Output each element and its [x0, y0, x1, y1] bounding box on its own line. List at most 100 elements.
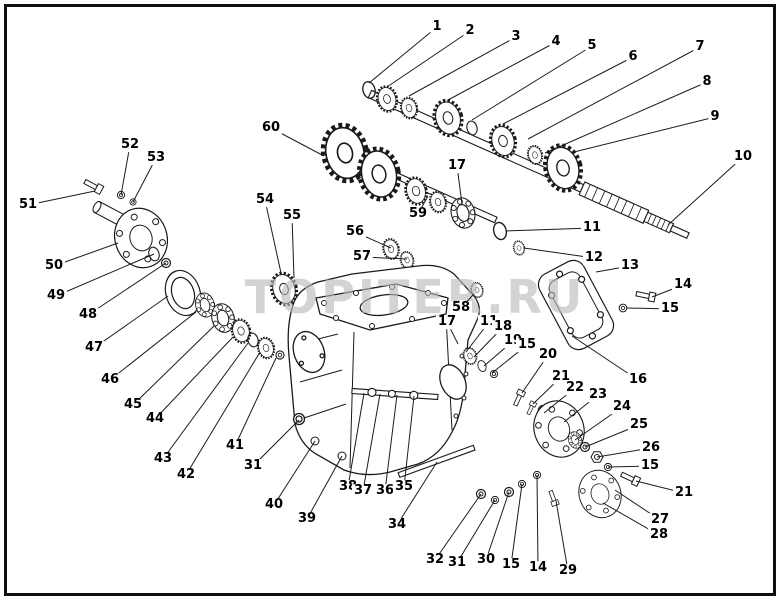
leader-line-11 [505, 227, 593, 232]
callout-44: 44 [143, 411, 167, 427]
leader-line-43 [162, 342, 249, 460]
callout-22: 22 [563, 380, 587, 396]
callout-16: 16 [626, 372, 650, 388]
leader-line-45 [132, 325, 215, 406]
leader-line-6 [502, 56, 634, 125]
callout-15: 15 [638, 458, 662, 474]
callout-14: 14 [526, 560, 550, 576]
watermark: TOPITER.RU [244, 270, 586, 324]
callout-14: 14 [671, 277, 695, 293]
callout-36: 36 [373, 483, 397, 499]
callout-57: 57 [350, 249, 374, 265]
leader-line-31 [456, 499, 496, 564]
callout-41: 41 [223, 438, 247, 454]
leader-line-44 [154, 336, 234, 420]
callout-43: 43 [151, 451, 175, 467]
side-cover-plate [537, 259, 657, 351]
leader-line-41 [234, 357, 277, 447]
gearbox-housing [287, 264, 480, 476]
leader-line-2 [386, 30, 471, 88]
callout-1: 1 [430, 19, 444, 35]
callout-12: 12 [582, 250, 606, 266]
leader-line-16 [571, 335, 639, 381]
callout-35: 35 [392, 479, 416, 495]
callout-9: 9 [708, 109, 722, 125]
callout-39: 39 [295, 511, 319, 527]
callout-53: 53 [144, 150, 168, 166]
leader-line-3 [408, 36, 517, 97]
callout-30: 30 [474, 552, 498, 568]
callout-31: 31 [445, 555, 469, 571]
leader-line-40 [273, 440, 316, 506]
callout-4: 4 [549, 34, 563, 50]
callout-51: 51 [16, 197, 40, 213]
callout-46: 46 [98, 372, 122, 388]
callout-56: 56 [343, 224, 367, 240]
callout-17: 17 [445, 158, 469, 174]
callout-5: 5 [585, 38, 599, 54]
callout-42: 42 [174, 467, 198, 483]
leader-line-29 [555, 500, 569, 572]
leader-line-36 [384, 394, 398, 492]
leader-line-39 [306, 455, 343, 520]
callout-23: 23 [586, 387, 610, 403]
main-shaft [367, 89, 690, 240]
leader-line-55 [291, 215, 295, 279]
leader-line-9 [573, 116, 716, 153]
callout-29: 29 [556, 563, 580, 579]
leader-line-34 [396, 461, 438, 526]
callout-27: 27 [648, 512, 672, 528]
callout-54: 54 [253, 192, 277, 208]
callout-21: 21 [549, 369, 573, 385]
callout-15: 15 [658, 301, 682, 317]
leader-line-14 [536, 474, 539, 569]
callout-11: 11 [580, 220, 604, 236]
callout-26: 26 [639, 440, 663, 456]
leader-line-54 [264, 199, 282, 274]
callout-2: 2 [463, 23, 477, 39]
leader-line-37 [362, 393, 381, 492]
callout-24: 24 [610, 399, 634, 415]
leader-line-12 [523, 247, 595, 259]
callout-60: 60 [259, 120, 283, 136]
leader-line-35 [403, 395, 415, 488]
callout-47: 47 [82, 340, 106, 356]
leader-line-49 [55, 253, 155, 297]
callout-21: 21 [672, 485, 696, 501]
callout-17: 17 [435, 314, 459, 330]
callout-40: 40 [262, 497, 286, 513]
callout-55: 55 [280, 208, 304, 224]
leader-line-52 [120, 144, 131, 196]
leader-line-32 [434, 493, 482, 561]
leader-line-38 [347, 392, 365, 488]
leader-line-47 [93, 295, 169, 349]
callout-50: 50 [42, 258, 66, 274]
callout-34: 34 [385, 517, 409, 533]
leader-line-53 [132, 157, 157, 203]
leader-line-8 [544, 81, 708, 154]
leader-line-15 [510, 483, 523, 566]
callout-10: 10 [731, 149, 755, 165]
leader-line-5 [471, 45, 593, 121]
callout-31: 31 [241, 458, 265, 474]
callout-28: 28 [647, 527, 671, 543]
callout-20: 20 [536, 347, 560, 363]
leader-line-30 [485, 491, 510, 561]
leader-line-46 [109, 311, 197, 381]
leader-line-48 [87, 262, 167, 316]
callout-3: 3 [509, 29, 523, 45]
callout-13: 13 [618, 258, 642, 274]
callout-49: 49 [44, 288, 68, 304]
input-shaft-assembly [82, 177, 307, 362]
callout-8: 8 [700, 74, 714, 90]
leader-line-42 [185, 351, 261, 476]
callout-52: 52 [118, 137, 142, 153]
callout-6: 6 [626, 49, 640, 65]
leader-line-31 [252, 419, 300, 467]
callout-25: 25 [627, 417, 651, 433]
callout-37: 37 [351, 483, 375, 499]
callout-7: 7 [693, 39, 707, 55]
